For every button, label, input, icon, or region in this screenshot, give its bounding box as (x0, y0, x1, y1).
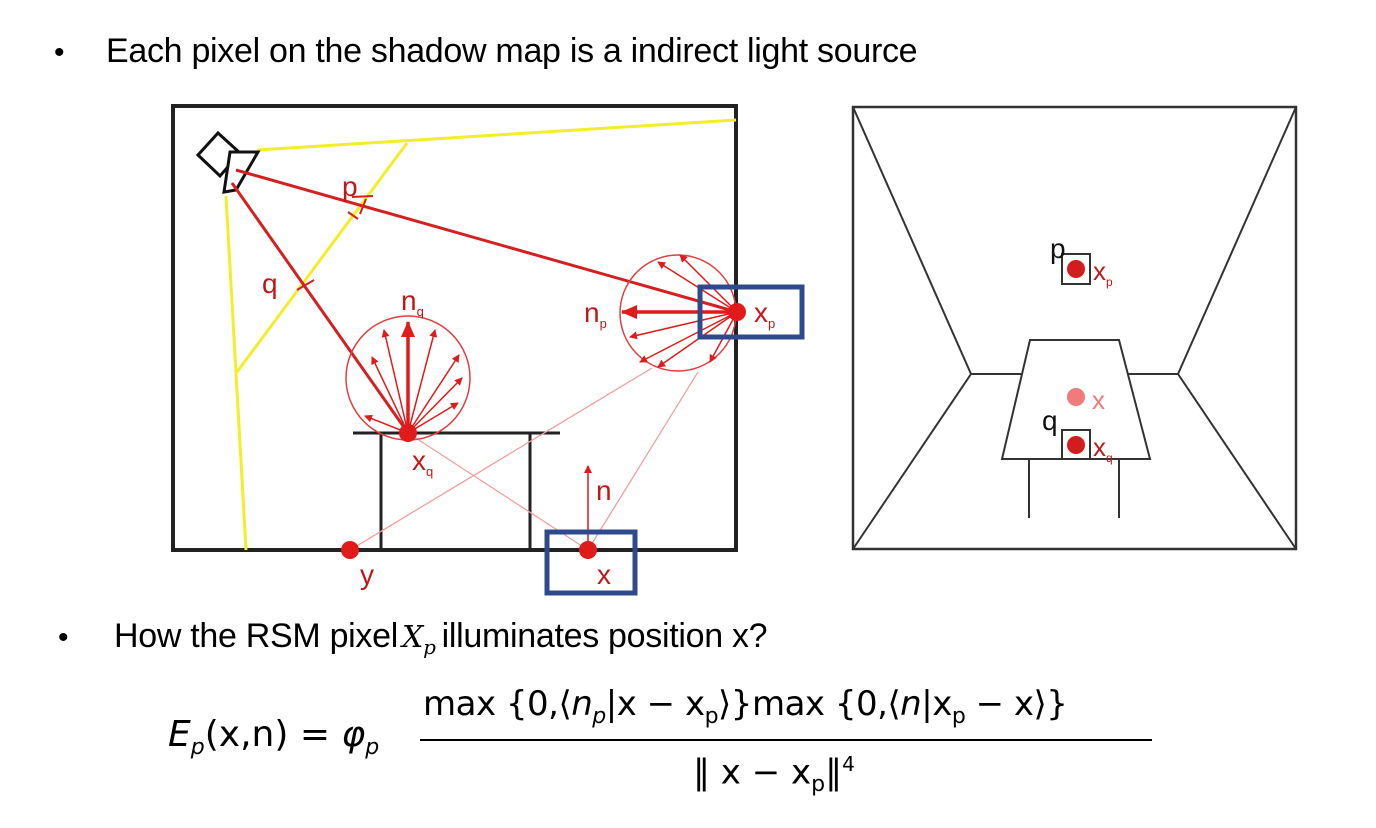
light-source-icon (195, 130, 261, 194)
label-y: y (360, 559, 374, 590)
point-x (579, 541, 597, 559)
label-xq-right: xq (1093, 432, 1113, 465)
question-suffix: illuminates position x? (441, 617, 768, 655)
table (353, 431, 560, 550)
room-perspective-lines (852, 106, 1297, 550)
formula-lhs: Ep(x,n) = φp (168, 714, 380, 761)
bullet-text: Each pixel on the shadow map is a indire… (106, 32, 918, 70)
point-x-projected (1067, 388, 1085, 406)
label-xp-right: xp (1093, 256, 1113, 289)
label-n: n (596, 475, 612, 506)
question-prefix: How the RSM pixel (114, 617, 398, 655)
ray-to-xp (235, 168, 738, 314)
label-xp: xp (754, 297, 775, 331)
light-frustum (224, 118, 737, 551)
view-frame (851, 105, 1298, 551)
highlight-box-xp (697, 284, 805, 340)
table-top-view (1000, 339, 1152, 518)
right-shadow-map-view: p xp x q xq (851, 105, 1298, 551)
label-np: np (584, 297, 607, 331)
label-q-right: q (1042, 405, 1058, 436)
math-xp: Xp (402, 620, 436, 659)
label-q: q (262, 268, 278, 299)
xq-reflection-lobe (345, 315, 471, 442)
bullet-dot: • (54, 36, 65, 69)
pixel-tick-marks (296, 195, 374, 298)
bullet-dot: • (58, 621, 69, 654)
left-scene-diagram: p q (171, 104, 805, 596)
point-y (341, 541, 359, 559)
xp-reflection-lobe (619, 254, 746, 372)
point-xq-projected (1067, 436, 1085, 454)
ray-to-xq (230, 182, 410, 434)
irradiance-formula: Ep(x,n) = φp max {0,⟨np|x − xp⟩}max {0,⟨… (168, 682, 1168, 822)
label-x: x (597, 559, 611, 590)
bullet-indirect-light-source: • Each pixel on the shadow map is a indi… (54, 32, 918, 71)
label-x-right: x (1092, 385, 1105, 415)
formula-numerator: max {0,⟨np|x − xp⟩}max {0,⟨n|xp − x⟩} (423, 684, 1068, 729)
label-p: p (342, 171, 358, 202)
highlight-box-x (544, 529, 638, 596)
label-xq: xq (412, 445, 433, 479)
indirect-rays (349, 367, 699, 551)
fraction-bar (420, 739, 1152, 741)
pixel-q-box (1061, 429, 1091, 460)
label-p-right: p (1050, 233, 1066, 264)
label-nq: nq (401, 285, 424, 319)
formula-denominator: ‖ x − xp‖4 (693, 752, 855, 798)
room-walls (171, 104, 738, 552)
point-xq (399, 424, 417, 442)
point-xp-projected (1067, 260, 1085, 278)
bullet-rsm-question: • How the RSM pixel Xp illuminates posit… (58, 617, 768, 659)
point-xp (728, 303, 746, 321)
